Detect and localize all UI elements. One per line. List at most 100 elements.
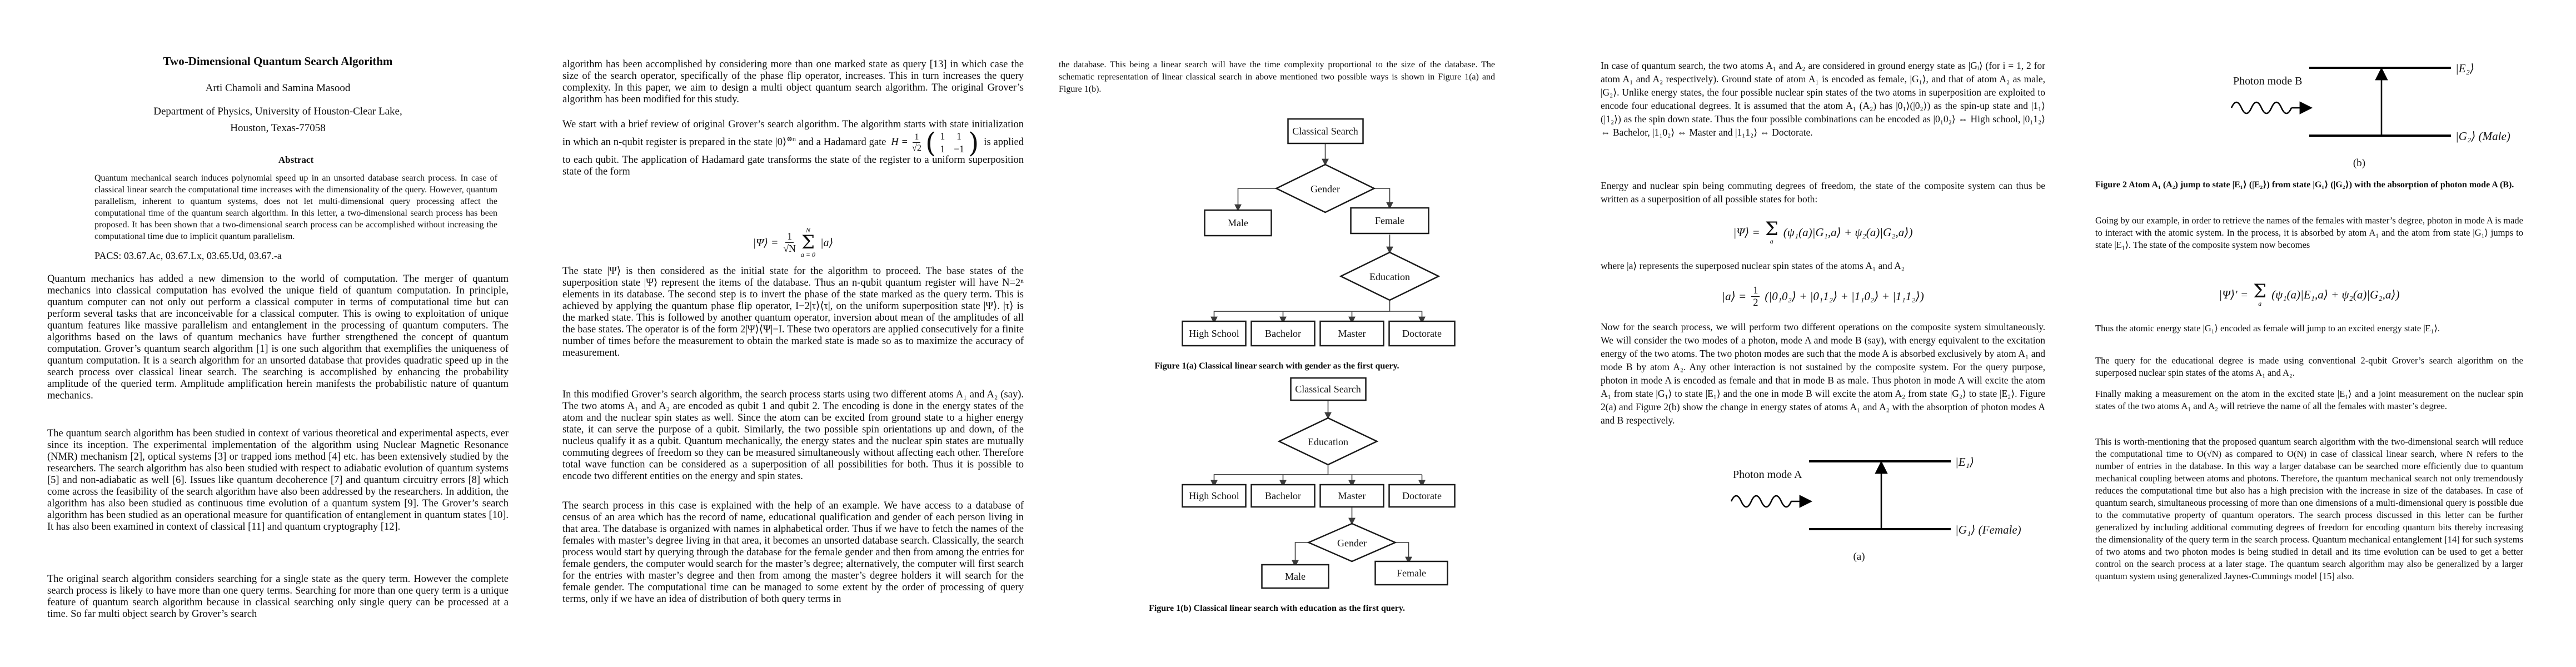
fig1b-node-classical-search: Classical Search — [1290, 377, 1367, 401]
hadamard-tail-text: is applied to each qubit. The applicatio… — [562, 136, 1024, 178]
eq3-denominator: 2 — [1753, 297, 1758, 308]
svg-text:Master: Master — [1338, 490, 1366, 501]
fig1a-node-high-school: High School — [1182, 320, 1247, 347]
intro-paragraph-1: Quantum mechanics has added a new dimens… — [47, 273, 509, 401]
photon-wave-glyph — [2230, 101, 2293, 115]
intro-paragraph-2: The quantum search algorithm has been st… — [47, 428, 509, 532]
svg-text:Doctorate: Doctorate — [1402, 490, 1442, 501]
eq1-fraction: 1 √N — [784, 231, 796, 253]
paragraph-retrieve-females: Going by our example, in order to retrie… — [2095, 215, 2523, 250]
svg-text:Male: Male — [1228, 217, 1248, 228]
fig1b-node-education-decision: Education — [1277, 417, 1379, 466]
abstract-heading: Abstract — [278, 155, 314, 165]
hadamard-matrix-expression: H = 1 √2 ( 1 1 1 −1 ) — [891, 126, 979, 159]
intro-paragraph-3: The original search algorithm considers … — [47, 574, 509, 620]
figure-1b-flowchart: Classical Search Education High School B… — [1182, 377, 1456, 589]
fig1a-connector-lines — [1210, 143, 1426, 324]
svg-text:Classical Search: Classical Search — [1295, 384, 1361, 395]
affiliation-line-2: Houston, Texas-77058 — [230, 122, 326, 134]
paragraph-grover-review: We start with a brief review of original… — [562, 119, 1024, 178]
affiliation: Department of Physics, University of Hou… — [47, 103, 509, 137]
fig1a-node-doctorate: Doctorate — [1388, 320, 1456, 347]
upper-level-ket-label: |E₁⟩ — [1955, 455, 1974, 469]
svg-text:Education: Education — [1369, 271, 1410, 282]
paragraph-census-example: The search process in this case is expla… — [562, 500, 1024, 605]
affiliation-line-1: Department of Physics, University of Hou… — [153, 106, 402, 117]
photon-mode-label: Photon mode A — [1733, 469, 1802, 481]
eq1-rhs: |a⟩ — [820, 236, 834, 249]
tensor-superscript: ⊗n — [786, 135, 796, 143]
eq4-lhs: |Ψ⟩′ = — [2219, 287, 2249, 301]
photon-mode-label: Photon mode B — [2233, 75, 2302, 87]
equation-uniform-superposition: |Ψ⟩ = 1 √N N Σ a = 0 |a⟩ — [562, 227, 1024, 258]
svg-text:Gender: Gender — [1311, 183, 1340, 195]
sigma-symbol: Σ — [801, 231, 815, 253]
matrix-entry-12: 1 — [956, 131, 961, 142]
fig1a-node-education-decision: Education — [1339, 251, 1441, 301]
eq4-sum-lower-limit: a — [2258, 300, 2262, 308]
svg-text:High School: High School — [1189, 328, 1239, 339]
paragraph-conclusion: This is worth-mentioning that the propos… — [2095, 436, 2523, 581]
figure-2a-energy-diagram: |E₁⟩ |G₁⟩ (Female) Photon mode A (a) — [1730, 455, 2021, 563]
eq1-lhs: |Ψ⟩ = — [753, 236, 779, 249]
fig1b-connector-lines — [1210, 400, 1426, 568]
page-3: the database. This being a linear search… — [1059, 0, 1495, 667]
eq1-sum-upper-limit: N — [805, 226, 810, 234]
fig1b-node-master: Master — [1319, 484, 1384, 508]
page-2: algorithm has been accomplished by consi… — [562, 0, 1024, 667]
figure-1b-caption: Figure 1(b) Classical linear search with… — [1149, 604, 1405, 613]
subfigure-b-label: (b) — [2353, 157, 2365, 169]
authors: Arti Chamoli and Samina Masood — [205, 82, 351, 94]
eq4-summation: Σ a — [2253, 282, 2266, 307]
eq4-rhs: (ψ₁(a)|E₁,a⟩ + ψ₂(a)|G₂,a⟩) — [2271, 287, 2400, 301]
page-1: Two-Dimensional Quantum Search Algorithm… — [47, 0, 509, 667]
matrix-entry-11: 1 — [940, 131, 945, 142]
fraction-denominator: √2 — [911, 142, 921, 153]
matrix-entry-22: −1 — [954, 143, 964, 155]
sigma-symbol: Σ — [2253, 280, 2267, 302]
fig1b-node-gender-decision: Gender — [1307, 522, 1397, 563]
figure-2-caption: Figure 2 Atom A₁ (A₂) jump to state |E₁⟩… — [2095, 180, 2514, 190]
pacs-line: PACS: 03.67.Ac, 03.67.Lx, 03.65.Ud, 03.6… — [94, 250, 282, 261]
paragraph-education-query: The query for the educational degree is … — [2095, 355, 2523, 378]
svg-text:Female: Female — [1397, 568, 1426, 579]
eq2-summation: Σ a — [1765, 220, 1778, 245]
eq1-numerator: 1 — [785, 231, 794, 243]
upper-level-ket-label: |E₂⟩ — [2455, 62, 2474, 75]
paper-title: Two-Dimensional Quantum Search Algorithm — [163, 54, 393, 68]
svg-text:Master: Master — [1338, 328, 1366, 339]
figure-1a-flowchart: Classical Search Gender Male Female Educ… — [1182, 118, 1456, 347]
eq3-lhs: |a⟩ = — [1722, 290, 1747, 303]
fig1b-node-doctorate: Doctorate — [1388, 484, 1456, 508]
eq2-rhs: (ψ₁(a)|G₁,a⟩ + ψ₂(a)|G₂,a⟩) — [1783, 225, 1913, 239]
svg-text:Classical Search: Classical Search — [1292, 126, 1358, 137]
photon-wave-glyph — [1730, 495, 1792, 508]
eq1-summation: N Σ a = 0 — [801, 227, 815, 258]
subfigure-a-label: (a) — [1853, 551, 1865, 563]
svg-text:Bachelor: Bachelor — [1265, 328, 1301, 339]
fig1b-node-female: Female — [1374, 560, 1448, 586]
svg-text:High School: High School — [1189, 490, 1239, 501]
fig1a-node-male: Male — [1204, 209, 1272, 237]
eq1-denominator: √N — [783, 242, 796, 254]
paragraph-query-complexity: algorithm has been accomplished by consi… — [562, 59, 1024, 105]
one-over-sqrt2-fraction: 1 √2 — [912, 132, 921, 153]
fig1b-node-high-school: High School — [1182, 484, 1247, 508]
svg-text:Gender: Gender — [1337, 537, 1367, 549]
where-clause-line: where |a⟩ represents the superposed nucl… — [1601, 260, 1905, 271]
paragraph-composite-state-intro: Energy and nuclear spin being commuting … — [1601, 180, 2045, 205]
lower-level-ket-label: |G₁⟩ (Female) — [1955, 523, 2021, 536]
eq3-rhs: (|0₁0₂⟩ + |0₁1₂⟩ + |1₁0₂⟩ + |1₁1₂⟩) — [1765, 290, 1924, 303]
eq2-sum-lower-limit: a — [1770, 237, 1773, 246]
paragraph-algorithm-steps: The state |Ψ⟩ is then considered as the … — [562, 266, 1024, 359]
figure-1a-caption: Figure 1(a) Classical linear search with… — [1154, 361, 1399, 371]
fraction-numerator: 1 — [913, 132, 921, 143]
paragraph-linear-search-complexity: the database. This being a linear search… — [1059, 60, 1495, 94]
eq3-fraction: 1 2 — [1751, 285, 1760, 309]
svg-text:Female: Female — [1375, 215, 1404, 226]
figure-2b-energy-diagram: |E₂⟩ |G₂⟩ (Male) Photon mode B (b) — [2230, 62, 2510, 169]
paragraph-spin-encoding: In case of quantum search, the two atoms… — [1601, 60, 2045, 138]
paragraph-photon-modes: Now for the search process, we will perf… — [1601, 321, 2045, 426]
equation-spin-superposition: |a⟩ = 1 2 (|0₁0₂⟩ + |0₁1₂⟩ + |1₁0₂⟩ + |1… — [1601, 285, 2045, 309]
equation-composite-superposition: |Ψ⟩ = Σ a (ψ₁(a)|G₁,a⟩ + ψ₂(a)|G₂,a⟩) — [1601, 220, 2045, 245]
